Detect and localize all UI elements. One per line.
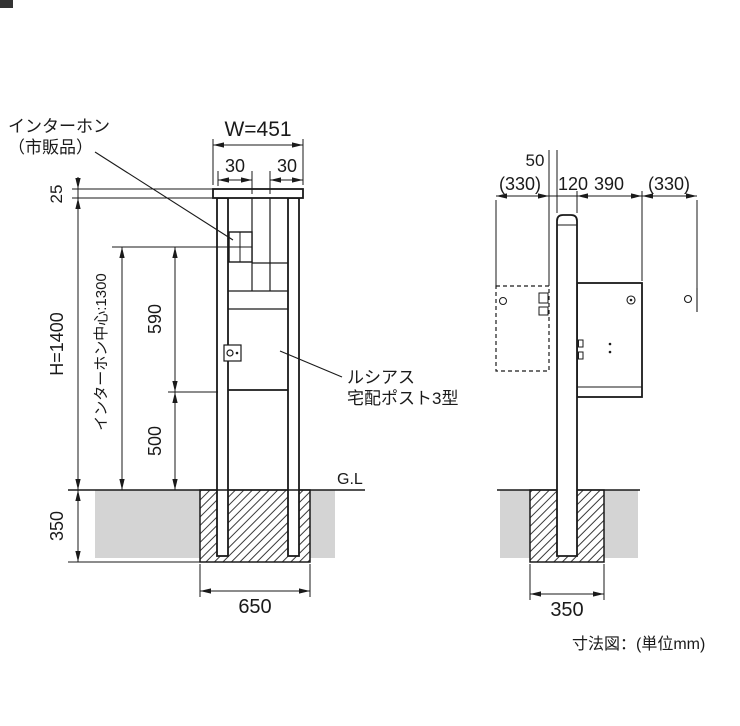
post-box-hinge-top bbox=[578, 339, 584, 348]
dim-lower-section-label: 500 bbox=[145, 426, 165, 456]
intercom-label-line2: （市販品） bbox=[8, 138, 93, 157]
dim-pillar-depth-label: 120 bbox=[558, 174, 588, 194]
front-door-knob bbox=[499, 297, 507, 305]
dim-side-foundation-label: 350 bbox=[550, 599, 583, 621]
front-body-panels bbox=[228, 198, 288, 391]
dim-embed-depth-label: 350 bbox=[47, 511, 67, 541]
dim-overall-width-label: W=451 bbox=[224, 118, 291, 141]
front-soil-right bbox=[310, 490, 335, 558]
intercom-leader-line bbox=[94, 151, 234, 241]
rear-door-open-indication bbox=[683, 288, 698, 312]
side-pillar bbox=[556, 214, 578, 557]
page-corner-artifact bbox=[0, 0, 13, 8]
front-callouts bbox=[94, 151, 343, 378]
post-box-hinge-bottom bbox=[578, 351, 584, 360]
front-door-open-outline bbox=[495, 285, 550, 372]
side-soil-left bbox=[500, 490, 530, 558]
side-ground bbox=[500, 490, 638, 558]
product-label-line1: ルシアス bbox=[347, 368, 415, 387]
front-soil-left bbox=[95, 490, 200, 558]
dim-top-cap-label: 25 bbox=[47, 185, 66, 204]
front-right-post bbox=[287, 197, 300, 557]
side-view: 50 (330) 120 390 (330) 350 bbox=[495, 150, 698, 621]
dim-offset-label: 50 bbox=[526, 151, 545, 170]
ground-level-label: G.L bbox=[337, 471, 363, 488]
dim-rear-swing-label: (330) bbox=[648, 174, 690, 194]
rear-door-knob bbox=[683, 294, 693, 304]
side-post-box bbox=[576, 282, 643, 398]
intercom-label-line1: インターホン bbox=[8, 117, 110, 136]
front-door-hardware bbox=[499, 292, 549, 316]
post-box-lock-dial bbox=[626, 295, 636, 305]
dim-post-depth-label: 390 bbox=[594, 174, 624, 194]
drawing-caption: 寸法図：(単位mm) bbox=[572, 635, 705, 653]
side-structure bbox=[495, 214, 698, 557]
intercom-unit bbox=[228, 231, 253, 263]
dim-overall-height-label: H=1400 bbox=[47, 312, 67, 376]
side-soil-right bbox=[604, 490, 638, 558]
dim-upper-section-label: 590 bbox=[145, 304, 165, 334]
front-post-structure bbox=[212, 188, 304, 557]
front-left-post bbox=[216, 197, 229, 557]
dim-intercom-center-label: インターホン中心:1300 bbox=[93, 273, 110, 431]
front-view: インターホン （市販品） W=451 30 30 25 H=1400 インターホ… bbox=[8, 117, 458, 618]
front-top-cap bbox=[212, 188, 304, 199]
product-label-line2: 宅配ポスト3型 bbox=[347, 389, 458, 408]
dim-left-margin-label: 30 bbox=[225, 156, 245, 176]
side-dimensions bbox=[495, 150, 698, 600]
product-leader-line bbox=[279, 350, 343, 378]
dim-foundation-width-label: 650 bbox=[238, 596, 271, 618]
dim-right-margin-label: 30 bbox=[277, 156, 297, 176]
post-lock-emblem bbox=[223, 344, 242, 362]
front-ground bbox=[95, 490, 335, 558]
front-dimensions bbox=[68, 139, 311, 597]
dim-front-swing-label: (330) bbox=[499, 174, 541, 194]
